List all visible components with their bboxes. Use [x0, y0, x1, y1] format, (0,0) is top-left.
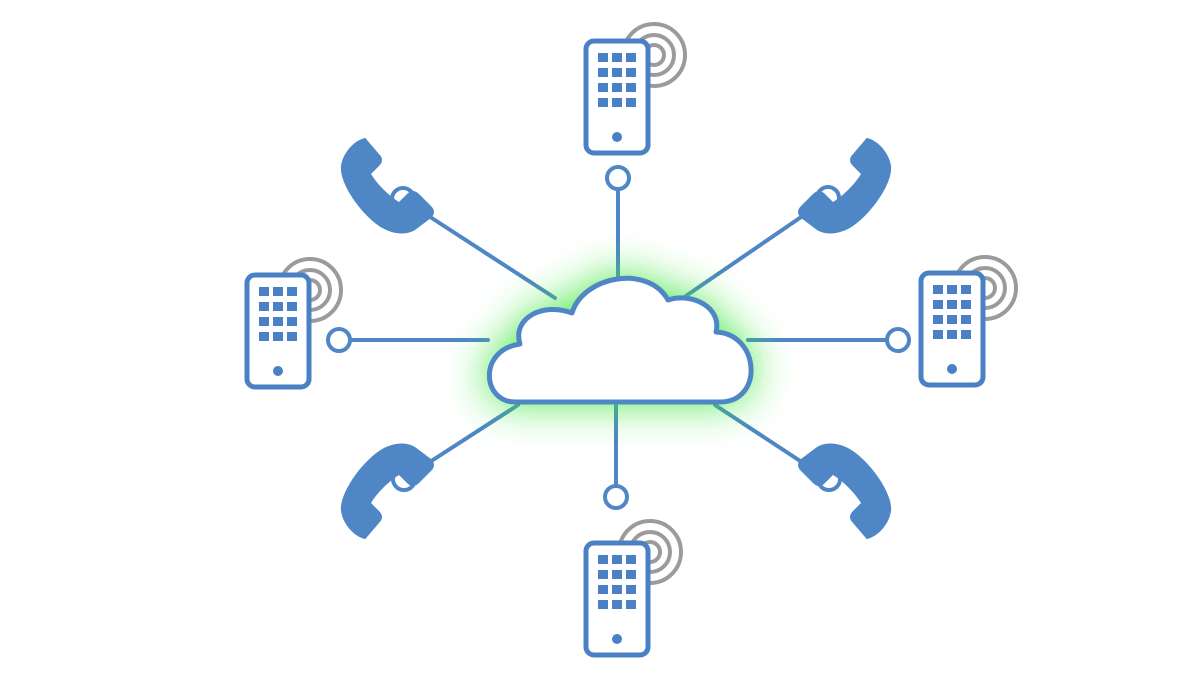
node-top: [605, 165, 631, 191]
node-left: [326, 327, 352, 353]
device-top: [586, 22, 687, 153]
device-lower-left: [340, 443, 434, 539]
smartphone-icon: [247, 275, 309, 387]
device-lower-right: [798, 443, 892, 539]
telephone-handset-icon: [798, 138, 892, 234]
smartphone-icon: [586, 543, 648, 655]
node-right: [885, 327, 911, 353]
device-left: [247, 257, 343, 387]
device-upper-right: [798, 138, 892, 234]
cloud-icon: [486, 275, 754, 405]
telephone-handset-icon: [798, 443, 892, 539]
telephone-handset-icon: [340, 138, 434, 234]
smartphone-icon: [586, 41, 648, 153]
smartphone-icon: [921, 273, 983, 385]
device-upper-left: [340, 138, 434, 234]
device-bottom: [586, 519, 683, 655]
device-right: [921, 255, 1018, 385]
node-bottom: [603, 484, 629, 510]
telephone-handset-icon: [340, 443, 434, 539]
